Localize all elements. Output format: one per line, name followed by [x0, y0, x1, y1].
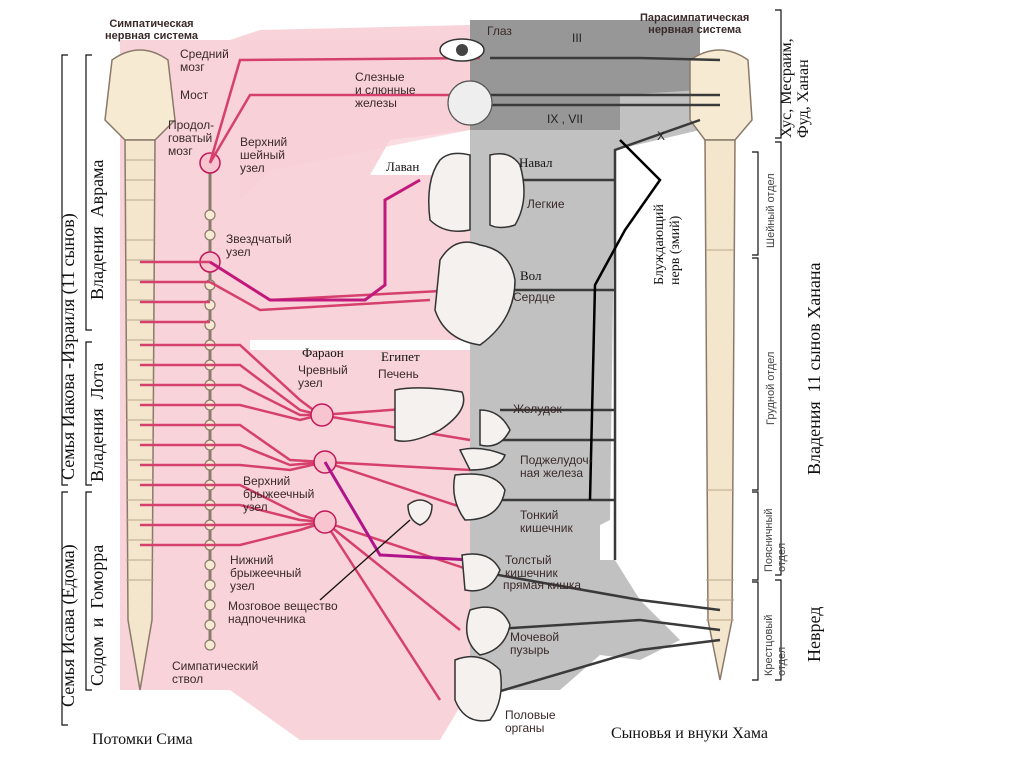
glands-label: Слезные и слюнные железы — [355, 70, 416, 110]
rectum-label: прямая кишка — [503, 578, 582, 592]
genitals-label: Половые органы — [505, 708, 556, 735]
adrenal-shape — [407, 499, 433, 526]
left-brackets — [61, 54, 92, 726]
cranial-nerve-area — [470, 20, 700, 130]
parasympathetic-area — [470, 20, 700, 690]
stellate-label: Звездчатый узел — [226, 232, 292, 259]
pancreas-label: Поджелудоч- ная железа — [520, 453, 593, 480]
celiac-label: Чревный узел — [298, 363, 348, 390]
eye-label: Глаз — [487, 24, 512, 38]
superior-mesenteric-label: Верхний брыжеечный узел — [243, 474, 315, 514]
sympathetic-trunk-label: Симпатический ствол — [172, 659, 259, 686]
small-intestine-label: Тонкий кишечник — [520, 508, 573, 535]
genitals-shape — [454, 655, 502, 722]
laban-annotation: Лаван — [386, 159, 420, 174]
liver-label: Печень — [378, 367, 419, 381]
vagus-nerve-highlight — [588, 139, 662, 501]
canaan-label: Владения 11 сынов Ханана — [804, 262, 824, 475]
cervical-section-label: Шейный отдел — [765, 173, 777, 248]
lot-label: Владения Лота — [87, 362, 107, 482]
highlight-path-pharaoh — [323, 461, 471, 562]
left-lung-shape — [428, 152, 471, 232]
bladder-shape — [465, 606, 511, 656]
shem-footer: Потомки Сима — [92, 731, 193, 748]
adrenal-medulla-label: Мозговое вещество надпочечника — [228, 599, 338, 626]
superior-cervical-label: Верхний шейный узел — [240, 135, 288, 175]
esau-family-label: Семья Исава (Едома) — [58, 544, 78, 707]
spinal-cord-right — [704, 139, 736, 681]
large-intestine-label: Толстый кишечник — [505, 553, 558, 580]
right-brackets — [752, 9, 782, 681]
small-intestine-shape — [453, 473, 506, 521]
celiac-ganglion — [310, 403, 334, 427]
inferior-mesenteric-label: Нижний брыжеечный узел — [230, 553, 302, 593]
parasympathetic-header: Парасимпатическая нервная система — [640, 12, 750, 36]
stomach-label: Желудок — [513, 402, 562, 416]
ham-footer: Сыновья и внуки Хама — [611, 725, 768, 742]
stomach-shape — [479, 409, 511, 447]
cn10-label: X — [657, 129, 666, 143]
jacob-family-label: Семья Иакова -Израиля (11 сынов) — [58, 213, 78, 480]
hus-label: Хус, Месраим, Фуд, Ханан — [778, 38, 812, 138]
large-intestine-shape — [461, 553, 501, 592]
sacral-section-label: Крестцовый отдел — [763, 614, 788, 676]
sodom-label: Содом и Гоморра — [87, 544, 107, 686]
sympathetic-header: Симпатическая нервная система — [105, 18, 198, 42]
cn9-7-label: IX , VII — [547, 112, 584, 126]
vol-annotation: Вол — [520, 268, 542, 283]
medulla-label: Продол- говатый мозг — [168, 118, 215, 158]
abram-label: Владения Аврама — [87, 159, 107, 300]
right-lung-shape — [489, 153, 525, 229]
inferior-mesenteric-ganglion — [313, 510, 337, 534]
glands-shape — [447, 80, 493, 126]
liver-shape — [394, 387, 465, 442]
nimrod-label: Невред — [804, 606, 824, 662]
pancreas-shape — [458, 447, 506, 471]
adrenal-pointer — [319, 519, 411, 601]
highlight-path-laban — [209, 178, 421, 302]
cn3-label: III — [572, 31, 583, 45]
pharaoh-annotation: Фараон — [302, 345, 344, 360]
thoracic-section-label: Грудной отдел — [765, 351, 777, 425]
lungs-label: Легкие — [527, 197, 565, 211]
sympathetic-chain — [204, 209, 216, 651]
egypt-annotation: Египет — [381, 349, 420, 364]
sympathetic-fibers — [140, 56, 481, 701]
bladder-label: Мочевой пузырь — [510, 630, 560, 657]
brainstem-left — [104, 49, 176, 141]
midbrain-label: Средний мозг — [180, 47, 229, 74]
vagus-label: Блуждающий нерв (змий) — [652, 204, 683, 285]
lumbar-section-label: Поясничный отдел — [763, 508, 788, 572]
naval-annotation: Навал — [519, 155, 553, 170]
spinal-cord-left — [124, 139, 156, 691]
heart-shape — [434, 241, 516, 346]
heart-label: Сердце — [513, 290, 556, 304]
pons-label: Мост — [180, 88, 209, 102]
